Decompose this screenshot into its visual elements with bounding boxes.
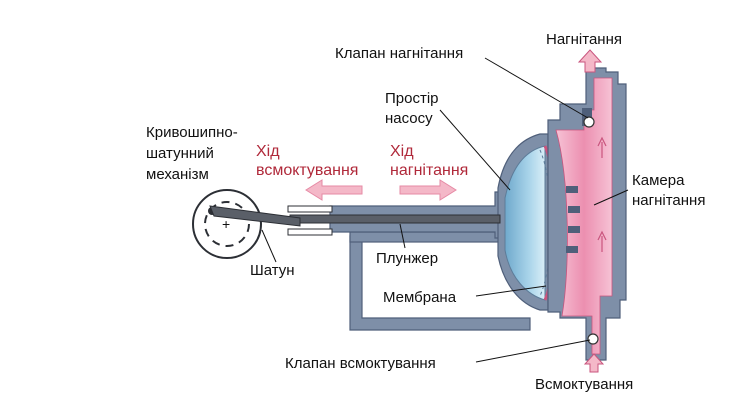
crank-mechanism-label-line1: Кривошипно- — [146, 124, 238, 141]
connecting-rod-label: Шатун — [250, 262, 295, 279]
leader-discharge-chamber — [593, 189, 629, 206]
plunger — [289, 214, 501, 224]
discharge-stroke-arrow — [399, 179, 457, 201]
pump-space-label-line2: насосу — [385, 110, 433, 127]
leader-pump-space — [439, 109, 511, 191]
discharge-chamber-housing — [547, 67, 627, 361]
discharge-chamber-label-line1: Камера — [632, 172, 685, 189]
crank-mechanism-label-line2: шатунний — [146, 145, 214, 162]
crosshead — [287, 205, 333, 236]
discharge-chamber-label-line2: нагнітання — [632, 192, 706, 209]
suction-stroke-arrow — [305, 179, 363, 201]
membrane-label: Мембрана — [383, 289, 457, 306]
connecting-rod — [209, 205, 301, 227]
plunger-label: Плунжер — [376, 250, 439, 267]
leader-lines — [261, 57, 629, 363]
suction-stroke-label-line2: всмоктування — [256, 162, 359, 179]
leader-plunger — [399, 223, 406, 249]
leader-connecting-rod — [261, 229, 277, 263]
discharge-label: Нагнітання — [546, 31, 622, 48]
discharge-stroke-label-line2: нагнітання — [390, 162, 469, 179]
suction-arrow — [583, 353, 605, 373]
pump-space-label-line1: Простір — [385, 90, 439, 107]
leader-suction-valve — [475, 339, 591, 363]
suction-valve-label: Клапан всмоктування — [285, 355, 436, 372]
leader-discharge-valve — [484, 57, 589, 119]
discharge-stroke-label-line1: Хід — [390, 143, 414, 160]
crank-mechanism-label-line3: механізм — [146, 166, 209, 183]
discharge-arrow — [577, 49, 603, 73]
leader-membrane — [475, 285, 547, 297]
crank-mechanism: + — [192, 189, 262, 259]
suction-label: Всмоктування — [535, 376, 634, 393]
svg-text:+: + — [222, 216, 230, 232]
discharge-valve-label: Клапан нагнітання — [335, 45, 464, 62]
suction-valve — [587, 333, 599, 345]
suction-stroke-label-line1: Хід — [256, 143, 280, 160]
pump-space-housing — [497, 133, 549, 311]
